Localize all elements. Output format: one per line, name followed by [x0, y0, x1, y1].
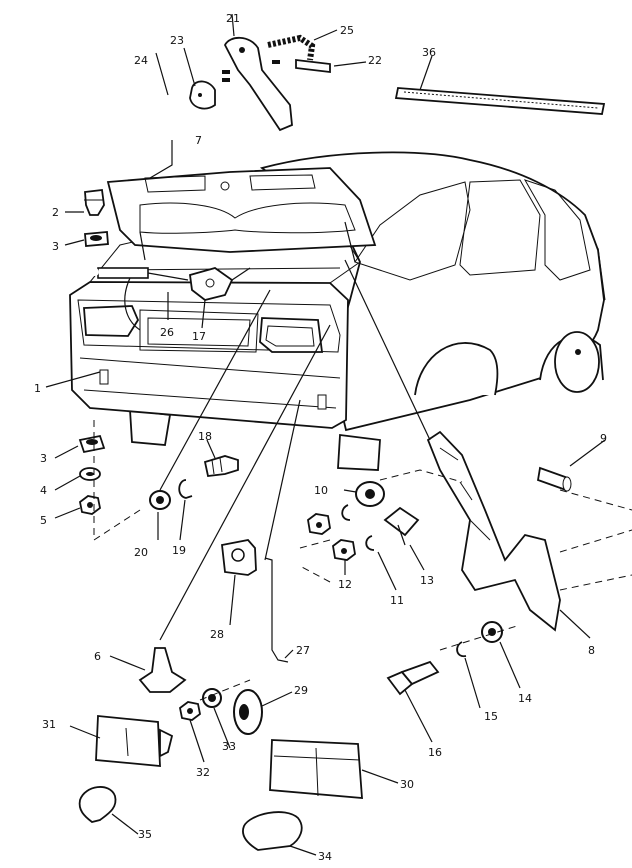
- callout-9: 9: [600, 432, 607, 445]
- grommet-29: [233, 689, 263, 735]
- callout-18: 18: [198, 430, 212, 443]
- callout-5: 5: [40, 514, 47, 527]
- callout-24: 24: [134, 54, 148, 67]
- washer-10: [355, 481, 385, 507]
- grommet-20: [149, 490, 171, 510]
- clip-11: [365, 535, 375, 551]
- callout-34: 34: [318, 850, 332, 863]
- callout-21: 21: [226, 12, 240, 25]
- trunk-lock: [189, 267, 251, 301]
- release-rod-27: [264, 557, 289, 663]
- callout-33: 33: [222, 740, 236, 753]
- hinge-arm-8: [426, 430, 561, 632]
- hinge-bracket: [223, 36, 293, 132]
- trim-strip: [394, 87, 606, 115]
- callout-7: 7: [195, 134, 202, 147]
- rubber-buffer-3a: [84, 231, 109, 247]
- clip-19: [178, 479, 193, 499]
- bump-stop-6: [138, 647, 187, 693]
- bulb-34: [242, 811, 303, 851]
- callout-3-lower: 3: [40, 452, 47, 465]
- callout-22: 22: [368, 54, 382, 67]
- hinge-pin: [295, 58, 331, 74]
- callout-31: 31: [42, 718, 56, 731]
- trunk-lid: [106, 167, 377, 263]
- callout-1: 1: [34, 382, 41, 395]
- callout-8: 8: [588, 644, 595, 657]
- callout-20: 20: [134, 546, 148, 559]
- bolt-part-2: [84, 189, 105, 216]
- clip-15: [456, 641, 467, 658]
- callout-26: 26: [160, 326, 174, 339]
- callout-16: 16: [428, 746, 442, 759]
- callout-14: 14: [518, 692, 532, 705]
- washer-4: [79, 467, 101, 481]
- leader-lines: [45, 13, 606, 856]
- callout-19: 19: [172, 544, 186, 557]
- bolt-16: [386, 660, 440, 696]
- nut-12: [332, 539, 356, 561]
- callout-2: 2: [52, 206, 59, 219]
- callout-3-upper: 3: [52, 240, 59, 253]
- nut-5: [79, 495, 101, 515]
- callout-32: 32: [196, 766, 210, 779]
- callout-labels: 1 2 3 3 4 5 6 7 8 9 10 11 12 13 14 15 16…: [34, 12, 607, 863]
- callout-17: 17: [192, 330, 206, 343]
- callout-25: 25: [340, 24, 354, 37]
- callout-35: 35: [138, 828, 152, 841]
- callout-30: 30: [400, 778, 414, 791]
- trunk-seal-inner: [5, 106, 174, 276]
- clip-10: [341, 504, 351, 521]
- rubber-buffer-3b: [78, 434, 106, 454]
- callout-15: 15: [484, 710, 498, 723]
- nut-12-upper: [307, 513, 331, 535]
- assembly-dash-lines: [93, 420, 632, 701]
- small-clips: [222, 60, 280, 82]
- callout-36: 36: [422, 46, 436, 59]
- retainer-13: [383, 506, 420, 546]
- nut-32: [179, 701, 201, 721]
- callout-27: 27: [296, 644, 310, 657]
- callout-10: 10: [314, 484, 328, 497]
- pin-9: [536, 466, 572, 492]
- callout-11: 11: [390, 594, 404, 607]
- bulb-35: [78, 786, 117, 823]
- bracket-28: [221, 539, 257, 576]
- callout-29: 29: [294, 684, 308, 697]
- washer-14: [481, 621, 503, 643]
- lock-barrel-18: [203, 455, 239, 477]
- callout-4: 4: [40, 484, 47, 497]
- lamp-housing-31: [95, 715, 174, 767]
- bump-stop: [189, 80, 216, 110]
- callout-13: 13: [420, 574, 434, 587]
- hinge-spring: [267, 34, 316, 61]
- lamp-lens-30: [269, 739, 363, 799]
- callout-23: 23: [170, 34, 184, 47]
- callout-12: 12: [338, 578, 352, 591]
- callout-28: 28: [210, 628, 224, 641]
- callout-6: 6: [94, 650, 101, 663]
